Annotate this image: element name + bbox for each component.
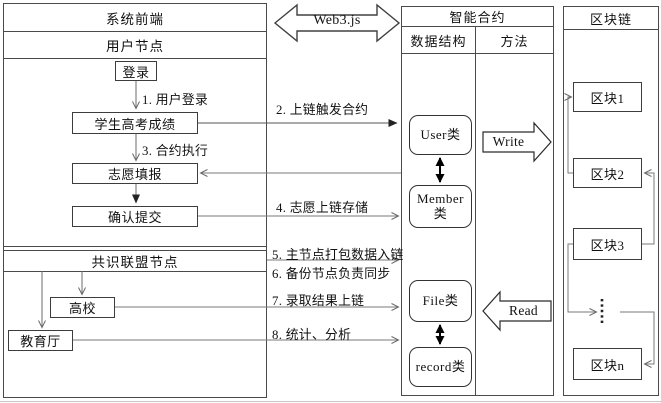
submit-box: 确认提交 — [72, 206, 198, 227]
blockchain-title: 区块链 — [564, 7, 658, 30]
file-class-box: File类 — [409, 280, 472, 322]
block-2-box: 区块2 — [573, 158, 642, 188]
flow-label-4: 4. 志愿上链存储 — [276, 201, 369, 215]
data-structure-column-header: 数据结构 — [402, 27, 476, 53]
flow-label-2: 2. 上链触发合约 — [276, 103, 369, 117]
consensus-title: 共识联盟节点 — [4, 250, 266, 272]
method-column-body — [476, 54, 553, 395]
user-class-box: User类 — [409, 115, 472, 155]
flow-label-8: 8. 统计、分析 — [272, 328, 352, 342]
page-bottom-edge — [0, 401, 661, 402]
flow-label-5: 5. 主节点打包数据入链 — [272, 248, 404, 262]
member-class-box: Member类 — [409, 185, 472, 228]
frontend-title: 系统前端 — [4, 4, 266, 32]
block-1-box: 区块1 — [573, 82, 642, 112]
block-n-box: 区块n — [573, 348, 642, 380]
user-node-title: 用户节点 — [4, 32, 266, 59]
flow-label-7: 7. 录取结果上链 — [272, 294, 365, 308]
web3-label: Web3.js — [313, 13, 361, 28]
blockchain-panel: 区块链 — [563, 6, 659, 396]
login-box: 登录 — [115, 61, 157, 81]
contract-title: 智能合约 — [402, 7, 553, 27]
score-box: 学生高考成绩 — [72, 112, 198, 134]
data-structure-column-body — [402, 54, 476, 395]
record-class-box: record类 — [409, 347, 472, 387]
flow-label-1: 1. 用户登录 — [142, 93, 209, 107]
read-label: Read — [509, 303, 538, 318]
method-column-header: 方法 — [500, 33, 529, 49]
user-node-area — [4, 59, 266, 247]
flow-label-6: 6. 备份节点负责同步 — [272, 267, 391, 281]
flow-label-3: 3. 合约执行 — [142, 144, 209, 158]
write-label: Write — [492, 134, 525, 149]
block-3-box: 区块3 — [573, 228, 642, 260]
bureau-box: 教育厅 — [8, 330, 73, 351]
apply-box: 志愿填报 — [72, 163, 198, 184]
university-box: 高校 — [50, 297, 115, 318]
